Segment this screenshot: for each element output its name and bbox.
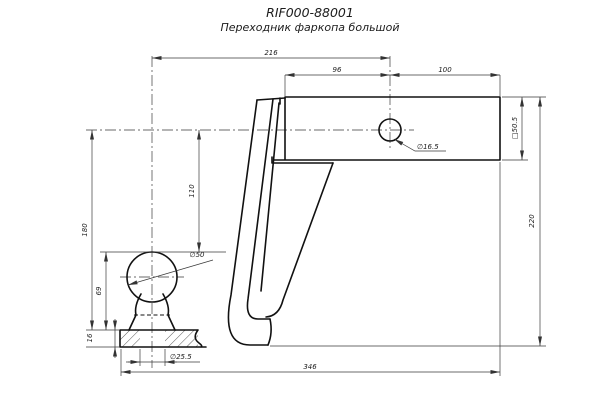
part-number: RIF000-88001: [266, 5, 354, 20]
dim-16-5-label: ∅16.5: [417, 143, 439, 151]
gusset-right-edge: [265, 162, 334, 318]
ball-neck-right: [162, 293, 170, 316]
dim-110-label: 110: [188, 184, 196, 198]
base-plate: [119, 329, 207, 348]
gusset-left-edge: [260, 102, 280, 292]
dim-50-5-label: □50.5: [511, 116, 519, 139]
dim-25-5-label: ∅25.5: [170, 353, 192, 361]
dim-tube-end-to-hole: 96: [284, 66, 501, 96]
centerlines: [86, 56, 414, 368]
dim-16-label: 16: [86, 333, 94, 342]
dim-220-label: 220: [528, 214, 536, 228]
dim-overall-length: 346: [120, 162, 501, 376]
part-name: Переходник фаркопа большой: [220, 21, 399, 34]
dim-50-label: ∅50: [189, 251, 205, 259]
hatch-left: [120, 330, 140, 347]
dimension-annotations: 216 96 100 ∅16.5 □50.5 220: [81, 49, 546, 376]
hatch-right: [165, 330, 198, 347]
ball-neck-left: [134, 293, 142, 316]
shank-foot-end: [267, 318, 272, 346]
dim-216-label: 216: [264, 49, 278, 57]
dim-ball-dia: ∅50: [127, 251, 214, 286]
shank-outer-edge: [227, 99, 269, 346]
part-outline: [119, 96, 501, 348]
hitch-pin-hole: [378, 118, 402, 142]
dim-pin-hole-dia: ∅16.5: [393, 138, 446, 152]
dim-346-label: 346: [303, 363, 317, 371]
dim-180-label: 180: [81, 223, 89, 237]
dim-ball-stack-height: 69: [95, 252, 108, 330]
dim-ball-center-to-hole: 216: [152, 49, 390, 60]
gusset-top-edge: [271, 156, 334, 164]
dim-center-to-ball-top: 110: [100, 130, 226, 253]
shank-inner-edge: [246, 98, 274, 320]
section-hatching: [120, 330, 198, 347]
dim-plate-thickness: 16: [86, 319, 120, 358]
dim-69-label: 69: [95, 286, 103, 295]
dim-tube-square: □50.5: [502, 96, 546, 161]
ball-flange: [128, 314, 176, 331]
receiver-tube: [273, 96, 501, 161]
dim-stud-hole-dia: ∅25.5: [126, 349, 200, 366]
dim-hole-to-tube-right: 100: [390, 66, 500, 77]
dim-96-label: 96: [333, 66, 342, 74]
dim-drop-height: 180: [81, 130, 120, 331]
dim-100-label: 100: [438, 66, 452, 74]
